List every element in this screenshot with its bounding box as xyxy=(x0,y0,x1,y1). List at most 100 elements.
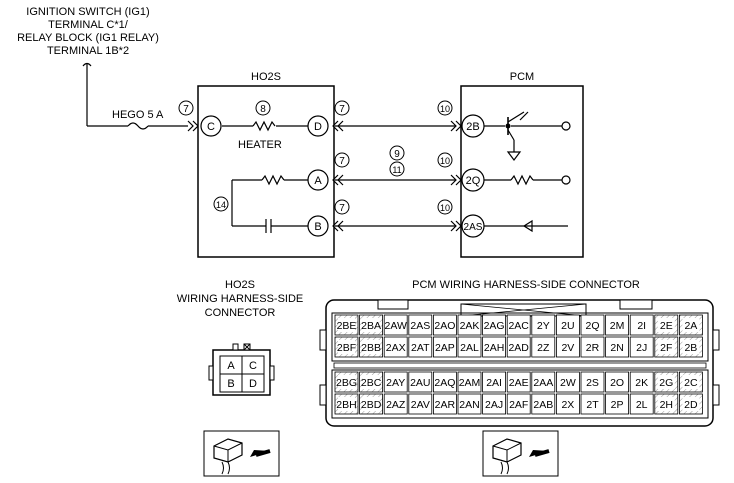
pcm-conn-cell xyxy=(629,314,654,336)
pcm-conn-cell-label: 2Q xyxy=(585,320,599,332)
pcm-conn-cell-label: 2X xyxy=(561,399,574,411)
heater-label: HEATER xyxy=(238,139,282,151)
pcm-conn-cell-inner xyxy=(362,397,380,411)
pcm-pin-2as-label: 2AS xyxy=(464,222,483,233)
ho2s-conn-cell-a: A xyxy=(227,360,235,372)
callout-10-a: 10 xyxy=(440,104,450,114)
sensor-resistor xyxy=(261,174,285,186)
pcm-conn-cell xyxy=(408,393,433,415)
ho2s-pin-c xyxy=(200,115,222,137)
pcm-conn-cell xyxy=(605,393,629,415)
heater-resistor xyxy=(252,120,276,132)
pcm-conn-cell-inner xyxy=(657,340,675,354)
ho2s-connector-title-2: WIRING HARNESS-SIDE xyxy=(177,293,304,305)
pcm-pins: 2B 2Q 2AS xyxy=(461,114,485,238)
pcm-conn-cell xyxy=(432,336,457,358)
pcm-terminal-1 xyxy=(561,121,571,131)
pcm-conn-cell-label: 2BH xyxy=(336,399,356,411)
callout-7-c: 7 xyxy=(339,156,345,167)
pcm-conn-cell-label: 2D xyxy=(684,399,698,411)
ho2s-pin-b-label: B xyxy=(314,221,321,233)
pcm-conn-cell-label: 2C xyxy=(684,377,698,389)
pcm-conn-cell xyxy=(383,336,408,358)
supply-line-4: TERMINAL 1B*2 xyxy=(47,45,129,57)
pcm-conn-cell xyxy=(556,314,580,336)
pcm-terminal-2 xyxy=(561,175,571,185)
harness-wires xyxy=(332,120,462,232)
pcm-conn-cell xyxy=(629,336,654,358)
pcm-conn-cell-label: 2I xyxy=(637,320,646,332)
pcm-conn-cell-inner xyxy=(682,318,700,332)
pcm-conn-cell xyxy=(383,314,408,336)
pcm-conn-cell xyxy=(457,336,482,358)
pcm-conn-cell-label: 2P xyxy=(611,399,624,411)
ho2s-conn-cell-c: C xyxy=(249,360,257,372)
pcm-conn-cell-label: 2AV xyxy=(411,399,430,411)
pcm-conn-cell xyxy=(432,371,457,393)
pcm-conn-cell-label: 2AS xyxy=(410,320,430,332)
pcm-conn-cell xyxy=(556,371,580,393)
ho2s-pin-d-label: D xyxy=(314,121,322,133)
pcm-conn-cell-label: 2AD xyxy=(508,342,529,354)
pcm-conn-cell xyxy=(629,393,654,415)
pcm-conn-cell xyxy=(457,371,482,393)
ho2s-pin-a-label: A xyxy=(314,175,322,187)
ho2s-connector-title-1: HO2S xyxy=(225,279,255,291)
pcm-conn-cell-label: 2AL xyxy=(460,342,479,354)
pcm-conn-cell-label: 2R xyxy=(586,342,600,354)
pcm-conn-cell-label: 2AZ xyxy=(386,399,406,411)
pcm-conn-cell-label: 2O xyxy=(610,377,624,389)
pcm-conn-cell xyxy=(556,393,580,415)
pcm-pin-2q-label: 2Q xyxy=(466,175,481,187)
pcm-conn-cell-label: 2E xyxy=(660,320,673,332)
pcm-conn-cell-label: 2AP xyxy=(435,342,455,354)
pcm-conn-cell xyxy=(432,393,457,415)
callout-7-a: 7 xyxy=(183,104,189,115)
pcm-conn-cell-label: 2AM xyxy=(459,377,481,389)
pcm-conn-cell-label: 2AF xyxy=(509,399,528,411)
pcm-conn-cell xyxy=(506,371,531,393)
pcm-conn-cell-label: 2AO xyxy=(434,320,455,332)
pcm-conn-cell xyxy=(605,336,629,358)
pcm-conn-cell xyxy=(580,371,605,393)
ho2s-pins: C D A B xyxy=(200,115,329,237)
pcm-conn-cell xyxy=(432,314,457,336)
pcm-conn-cell-inner xyxy=(362,340,380,354)
pcm-conn-cell xyxy=(531,393,556,415)
pcm-connector-title: PCM WIRING HARNESS-SIDE CONNECTOR xyxy=(412,279,640,291)
ho2s-connector-title-3: CONNECTOR xyxy=(205,307,276,319)
pcm-conn-cell xyxy=(408,336,433,358)
pcm-conn-cell-label: 2BC xyxy=(361,377,382,389)
callout-11: 11 xyxy=(392,165,401,175)
pcm-conn-cell-inner xyxy=(682,397,700,411)
pcm-conn-cell-label: 2AW xyxy=(385,320,407,332)
pcm-conn-cell-inner xyxy=(362,318,380,332)
supply-label: IGNITION SWITCH (IG1) TERMINAL C*1/ RELA… xyxy=(17,6,159,57)
pcm-conn-cell xyxy=(482,371,507,393)
pcm-conn-cell-label: 2W xyxy=(560,377,576,389)
pcm-conn-cell-label: 2T xyxy=(586,399,599,411)
pcm-conn-cell-inner xyxy=(338,340,355,354)
pcm-conn-cell-label: 2U xyxy=(561,320,574,332)
pcm-conn-cell-label: 2AN xyxy=(459,399,479,411)
pcm-conn-cell xyxy=(531,314,556,336)
pcm-conn-cell-label: 2K xyxy=(635,377,648,389)
pcm-conn-cell xyxy=(506,314,531,336)
pcm-conn-cell-label: 2AX xyxy=(386,342,406,354)
pcm-conn-cell-label: 2L xyxy=(636,399,648,411)
pcm-conn-cell xyxy=(580,393,605,415)
pcm-conn-cell-label: 2AQ xyxy=(434,377,455,389)
pcm-conn-cell-inner xyxy=(657,318,675,332)
pcm-conn-cell-inner xyxy=(657,375,675,389)
ho2s-title: HO2S xyxy=(251,71,281,83)
pcm-conn-cell xyxy=(580,336,605,358)
fuse-label: HEGO 5 A xyxy=(112,109,164,121)
pcm-conn-cell-label: 2M xyxy=(610,320,625,332)
ho2s-internal-wiring xyxy=(222,120,308,233)
pcm-conn-cell-label: 2AE xyxy=(509,377,529,389)
pcm-conn-cell-label: 2Y xyxy=(537,320,550,332)
pcm-title: PCM xyxy=(510,71,534,83)
pcm-conn-cell xyxy=(482,336,507,358)
